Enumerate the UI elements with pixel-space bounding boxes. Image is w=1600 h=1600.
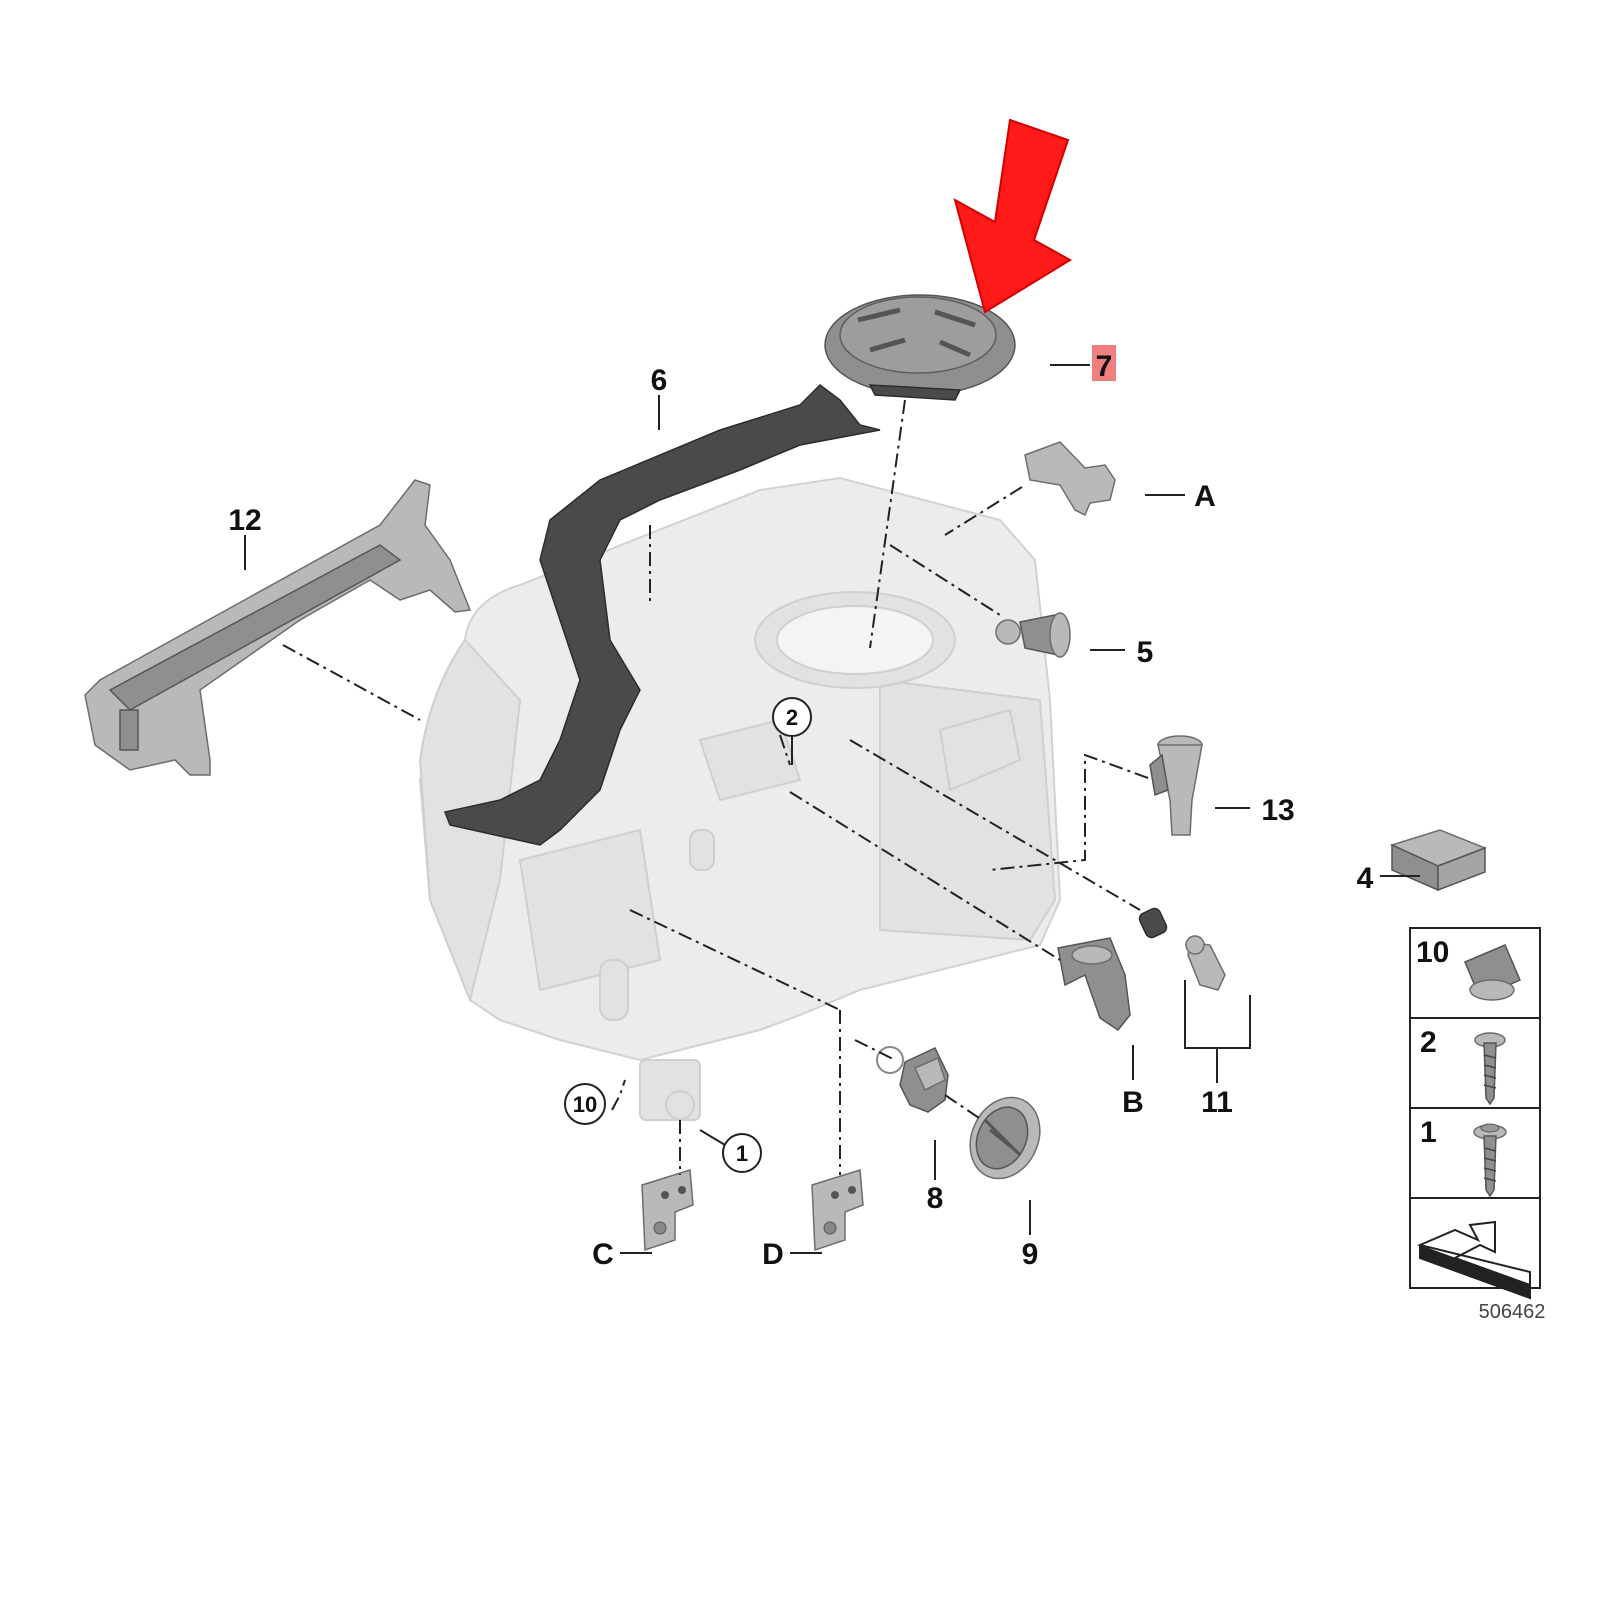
label-B: B: [1122, 1086, 1144, 1119]
label-2-circled: 2: [786, 705, 798, 730]
circled-labels: 2 10 1: [564, 697, 812, 1173]
panel-label-2: 2: [1420, 1026, 1437, 1059]
part-9-cap: [969, 1096, 1041, 1180]
orientation-arrow-icon: [1416, 1220, 1531, 1300]
red-arrow-indicator: [953, 118, 1072, 314]
label-5: 5: [1137, 636, 1154, 669]
panel-label-10: 10: [1416, 936, 1449, 969]
label-D: D: [762, 1238, 784, 1271]
panel-label-1: 1: [1420, 1116, 1437, 1149]
part-12-bracket: [84, 479, 472, 776]
part-7-cover-cap: [824, 294, 1016, 401]
label-12: 12: [228, 504, 261, 537]
label-6: 6: [651, 364, 668, 397]
part-13-socket: [1149, 735, 1203, 836]
assembly-lines: [282, 399, 1149, 1175]
label-7-highlight: [1092, 345, 1116, 381]
label-11: 11: [1201, 1086, 1233, 1119]
leader-lines: [244, 364, 1420, 1254]
part-C-bracket: [641, 1169, 694, 1252]
part-5-bulb: [995, 612, 1071, 658]
label-7: 7: [1096, 350, 1113, 383]
part-D-bracket: [811, 1169, 864, 1252]
part-B-holder: [1057, 937, 1131, 1032]
part-6-seal-strip: [443, 384, 881, 846]
label-13: 13: [1261, 794, 1294, 827]
washer-screw-icon: [1473, 1123, 1507, 1198]
label-8: 8: [927, 1182, 944, 1215]
screw-icon: [1474, 1032, 1506, 1106]
label-4: 4: [1357, 862, 1374, 895]
fastener-side-panel: 10 2 1: [1409, 927, 1541, 1300]
label-9: 9: [1022, 1238, 1039, 1271]
diagram-reference-number: 506462: [1479, 1301, 1546, 1323]
label-C: C: [592, 1238, 614, 1271]
part-8-socket: [876, 1046, 949, 1113]
red-arrow-icon: [953, 118, 1072, 314]
label-1-circled: 1: [736, 1141, 748, 1166]
part-4-box: [1389, 829, 1488, 892]
part-11-bulb-set: [1138, 907, 1226, 991]
clip-nut-icon: [1464, 944, 1521, 1001]
label-10-circled: 10: [573, 1092, 597, 1117]
part-A-clip: [1024, 441, 1116, 517]
label-A: A: [1194, 480, 1216, 513]
part-labels: 6 12 7 A 5 13 4 B 11 8 9 C D: [228, 350, 1373, 1271]
